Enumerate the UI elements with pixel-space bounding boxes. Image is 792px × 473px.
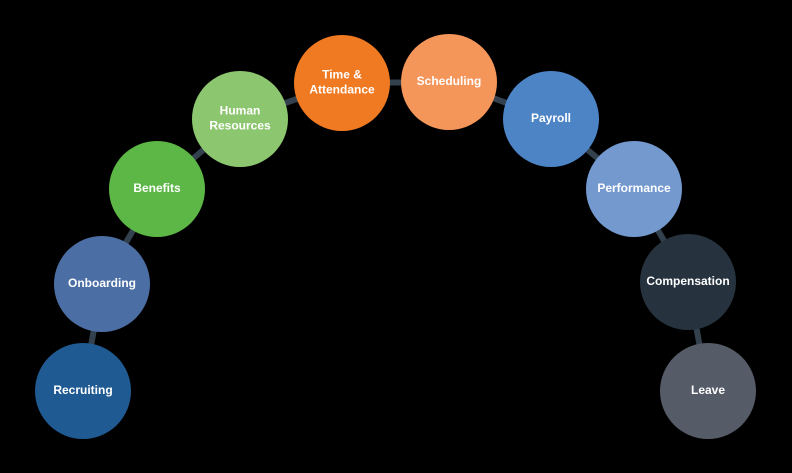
node-label-recruiting: Recruiting [53,383,112,397]
node-label-compensation: Compensation [646,274,729,288]
node-circle-human-resources [192,71,288,167]
connector-lines [80,79,711,392]
node-circle-time-attendance [294,35,390,131]
node-benefits: Benefits [109,141,205,237]
node-circle-scheduling [401,34,497,130]
node-circle-performance [586,141,682,237]
node-label-human-resources: Resources [209,119,271,133]
node-label-time-attendance: Attendance [309,83,375,97]
node-performance: Performance [586,141,682,237]
node-label-scheduling: Scheduling [417,74,482,88]
node-label-payroll: Payroll [531,111,571,125]
node-circle-onboarding [54,236,150,332]
node-circle-benefits [109,141,205,237]
node-circle-recruiting [35,343,131,439]
node-scheduling: Scheduling [401,34,497,130]
node-label-benefits: Benefits [133,181,181,195]
node-circle-compensation [640,234,736,330]
node-circle-payroll [503,71,599,167]
node-label-leave: Leave [691,383,725,397]
node-label-human-resources: Human [220,104,261,118]
node-recruiting: Recruiting [35,343,131,439]
module-nodes: Recruiting Onboarding Benefits HumanResourc… [35,34,756,439]
node-payroll: Payroll [503,71,599,167]
node-circle-leave [660,343,756,439]
node-onboarding: Onboarding [54,236,150,332]
node-label-time-attendance: Time & [322,68,362,82]
node-compensation: Compensation [640,234,736,330]
node-time-attendance: Time &Attendance [294,35,390,131]
node-leave: Leave [660,343,756,439]
node-label-performance: Performance [597,181,671,195]
node-label-onboarding: Onboarding [68,276,136,290]
